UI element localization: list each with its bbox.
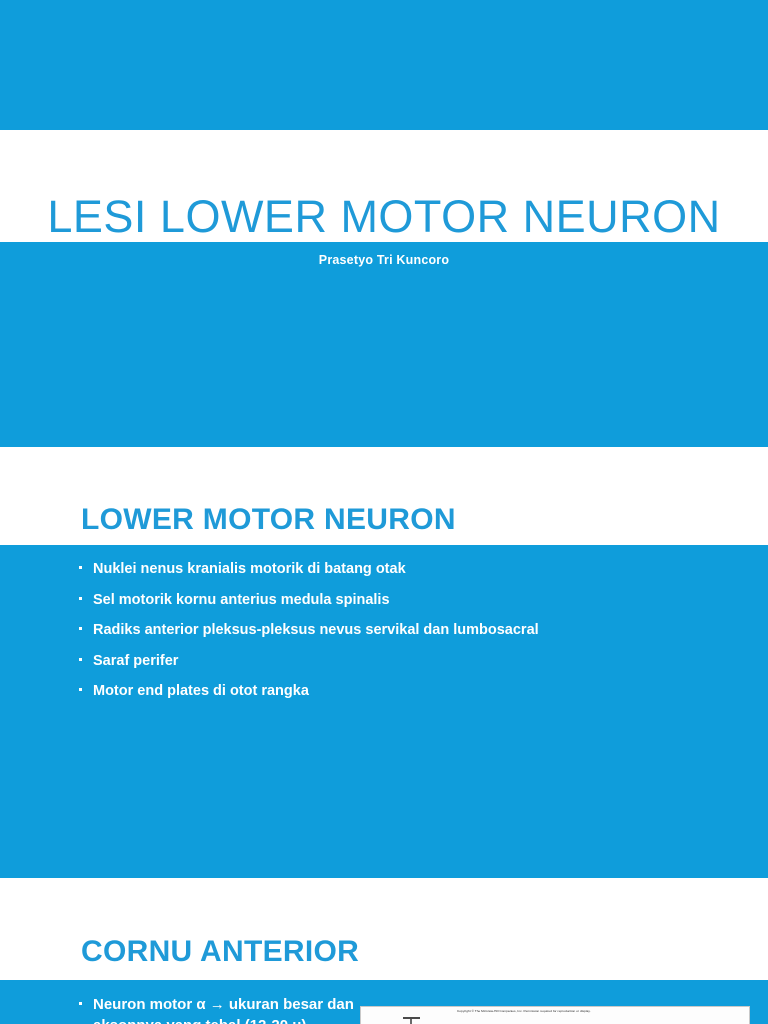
list-item: Nuklei nenus kranialis motorik di batang… xyxy=(79,562,739,577)
list-item-label: Motor end plates di otot rangka xyxy=(93,683,309,699)
list-item-label: Saraf perifer xyxy=(93,652,179,669)
bullet-dot-icon xyxy=(79,688,82,691)
list-item: Neuron motor α → ukuran besar dan aksonn… xyxy=(79,994,359,1024)
author-subtitle: Prasetyo Tri Kuncoro xyxy=(318,253,450,267)
bullet-dot-icon xyxy=(79,1002,82,1005)
bullet-dot-icon xyxy=(79,627,82,630)
bullet-body-panel: Nuklei nenus kranialis motorik di batang… xyxy=(0,545,768,878)
bullet-list: Nuklei nenus kranialis motorik di batang… xyxy=(79,562,739,715)
embedded-figure-mcgraw-hill: Copyright © The McGraw-Hill Companies, I… xyxy=(360,1006,750,1024)
slide-title: LESI LOWER MOTOR NEURON Prasetyo Tri Kun… xyxy=(0,0,768,447)
list-item-label: Radiks anterior pleksus-pleksus nevus se… xyxy=(93,622,539,638)
bullet-list: Neuron motor α → ukuran besar dan aksonn… xyxy=(79,994,359,1024)
list-item: Sel motorik kornu anterius medula spinal… xyxy=(79,591,739,608)
bullet-dot-icon xyxy=(79,657,82,661)
slide-lower-motor-neuron: LOWER MOTOR NEURON Nuklei nenus kraniali… xyxy=(0,447,768,878)
figure-copyright-notice: Copyright © The McGraw-Hill Companies, I… xyxy=(457,1009,591,1013)
title-band xyxy=(0,130,768,242)
page-title: LESI LOWER MOTOR NEURON xyxy=(47,190,721,242)
list-item: Saraf perifer xyxy=(79,652,739,669)
list-item-label: Nuklei nenus kranialis motorik di batang… xyxy=(93,561,406,577)
bullet-dot-icon xyxy=(79,566,82,569)
bullet-body-panel: Neuron motor α → ukuran besar dan aksonn… xyxy=(0,980,768,1024)
slide-cornu-anterior: CORNU ANTERIOR Neuron motor α → ukuran b… xyxy=(0,878,768,1024)
list-item: Motor end plates di otot rangka xyxy=(79,684,739,699)
figure-tbar-mark-icon xyxy=(403,1017,420,1019)
list-item-label: Sel motorik kornu anterius medula spinal… xyxy=(93,591,390,608)
section-heading-lower-motor-neuron: LOWER MOTOR NEURON xyxy=(81,502,456,536)
list-item: Radiks anterior pleksus-pleksus nevus se… xyxy=(79,623,739,638)
bullet-dot-icon xyxy=(79,596,82,600)
section-heading-cornu-anterior: CORNU ANTERIOR xyxy=(81,934,360,968)
figure-tstem-mark-icon xyxy=(410,1019,412,1024)
list-item-label: Neuron motor α → ukuran besar dan aksonn… xyxy=(93,996,354,1024)
